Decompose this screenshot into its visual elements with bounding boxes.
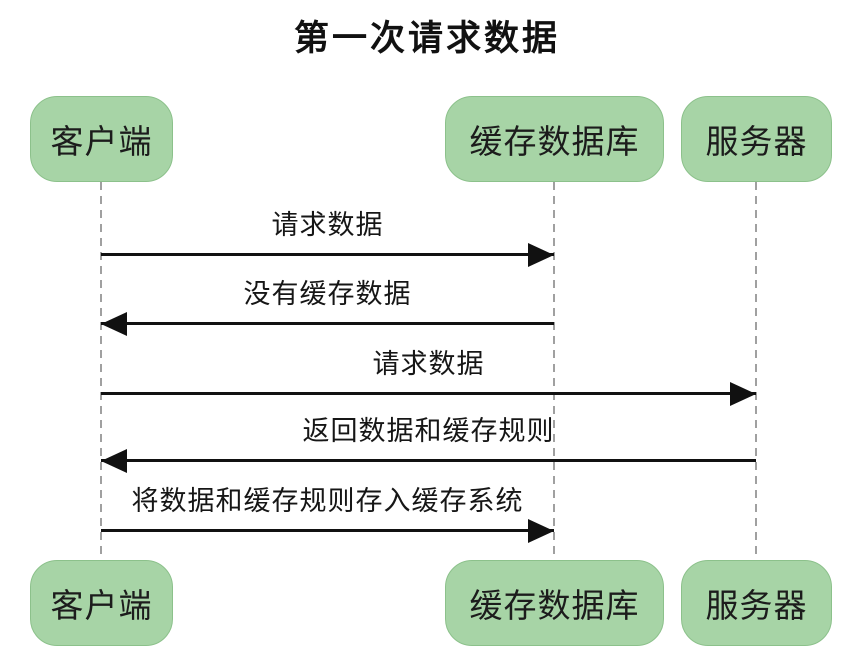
lifeline-server	[755, 182, 757, 561]
arrowhead-left-icon	[101, 449, 127, 473]
message-request-data-to-cache: 请求数据	[101, 208, 554, 269]
message-label: 请求数据	[372, 349, 485, 379]
arrow-track	[101, 448, 756, 475]
message-store-data-in-cache: 将数据和缓存规则存入缓存系统	[101, 484, 554, 545]
actor-cache-db-label: 缓存数据库	[469, 587, 640, 624]
actor-client-top: 客户端	[30, 96, 173, 182]
arrow-track	[101, 311, 554, 338]
arrow-track	[101, 242, 554, 269]
actor-cache-db-bottom: 缓存数据库	[445, 560, 664, 646]
diagram-title: 第一次请求数据	[293, 19, 560, 58]
arrow-track	[101, 518, 554, 545]
actor-client-label: 客户端	[50, 123, 153, 160]
arrowhead-right-icon	[730, 382, 756, 406]
arrow-line	[101, 322, 554, 325]
actor-server-top: 服务器	[681, 96, 832, 182]
message-label: 请求数据	[271, 210, 384, 240]
message-label: 没有缓存数据	[243, 279, 412, 309]
actor-server-label: 服务器	[705, 587, 808, 624]
arrow-line	[101, 392, 756, 395]
arrow-line	[101, 253, 554, 256]
arrow-track	[101, 381, 756, 408]
message-label: 将数据和缓存规则存入缓存系统	[131, 486, 524, 516]
arrowhead-right-icon	[528, 243, 554, 267]
arrow-line	[101, 529, 554, 532]
message-no-cached-data: 没有缓存数据	[101, 277, 554, 338]
arrowhead-right-icon	[528, 519, 554, 543]
actor-server-label: 服务器	[705, 123, 808, 160]
arrow-line	[101, 459, 756, 462]
message-label: 返回数据和缓存规则	[302, 416, 555, 446]
actor-server-bottom: 服务器	[681, 560, 832, 646]
lifeline-cache-db	[553, 182, 555, 561]
actor-cache-db-label: 缓存数据库	[469, 123, 640, 160]
lifeline-client	[100, 182, 102, 561]
actor-client-label: 客户端	[50, 587, 153, 624]
actor-client-bottom: 客户端	[30, 560, 173, 646]
message-return-data-and-cache-rules: 返回数据和缓存规则	[101, 414, 756, 475]
message-request-data-to-server: 请求数据	[101, 347, 756, 408]
actor-cache-db-top: 缓存数据库	[445, 96, 664, 182]
arrowhead-left-icon	[101, 312, 127, 336]
